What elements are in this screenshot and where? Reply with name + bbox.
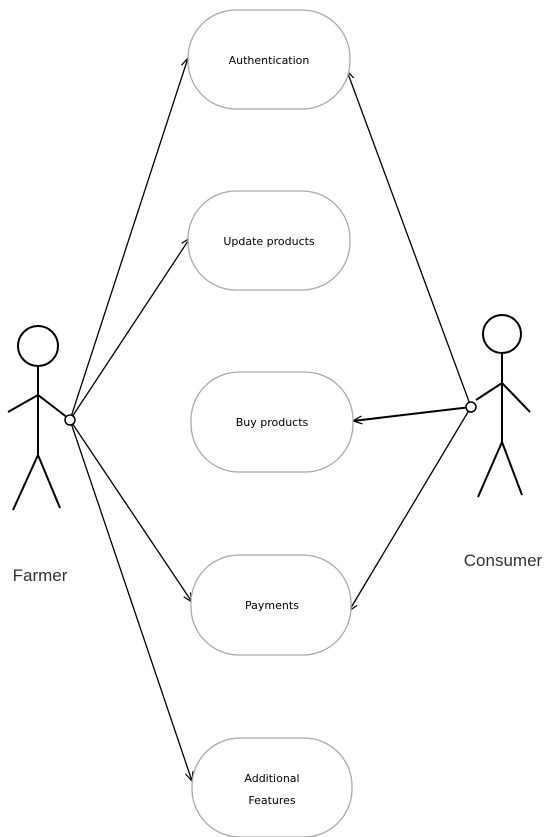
use-case-authentication[interactable]: Authentication [187, 9, 351, 110]
connection-consumer-buy-products [353, 406, 472, 421]
use-case-buy-products[interactable]: Buy products [190, 371, 354, 473]
use-case-label: Payments [245, 599, 299, 612]
stick-figure-icon [475, 314, 531, 498]
actor-connector [64, 414, 76, 426]
stick-figure-icon [7, 325, 69, 511]
connection-farmer-update-products [69, 238, 190, 421]
use-case-label-line-1: Additional [244, 772, 299, 785]
use-case-shape [187, 190, 351, 291]
connection-consumer-payments [349, 406, 472, 611]
actor-connector [465, 401, 477, 413]
use-case-label: Update products [223, 235, 315, 248]
use-case-shape [191, 737, 353, 837]
actor-label: Farmer [13, 566, 68, 585]
actor-label: Consumer [464, 551, 543, 570]
use-case-payments[interactable]: Payments [190, 554, 352, 656]
use-case-label-line-2: Features [248, 794, 296, 807]
use-case-update-products[interactable]: Update products [187, 190, 351, 291]
use-case-additional-features[interactable]: Additional Features [191, 737, 353, 837]
use-case-label: Buy products [236, 416, 309, 429]
connections [69, 58, 472, 781]
connection-farmer-additional-features [69, 419, 192, 781]
actor-consumer[interactable]: Consumer [464, 314, 543, 570]
connection-farmer-authentication [69, 58, 188, 421]
use-case-shape [190, 371, 354, 473]
connection-farmer-payments [69, 419, 192, 602]
use-case-shape [190, 554, 352, 656]
connection-consumer-authentication [347, 71, 472, 408]
use-case-label: Authentication [229, 54, 310, 67]
use-case-shape [187, 9, 351, 110]
actor-farmer[interactable]: Farmer [7, 325, 76, 585]
